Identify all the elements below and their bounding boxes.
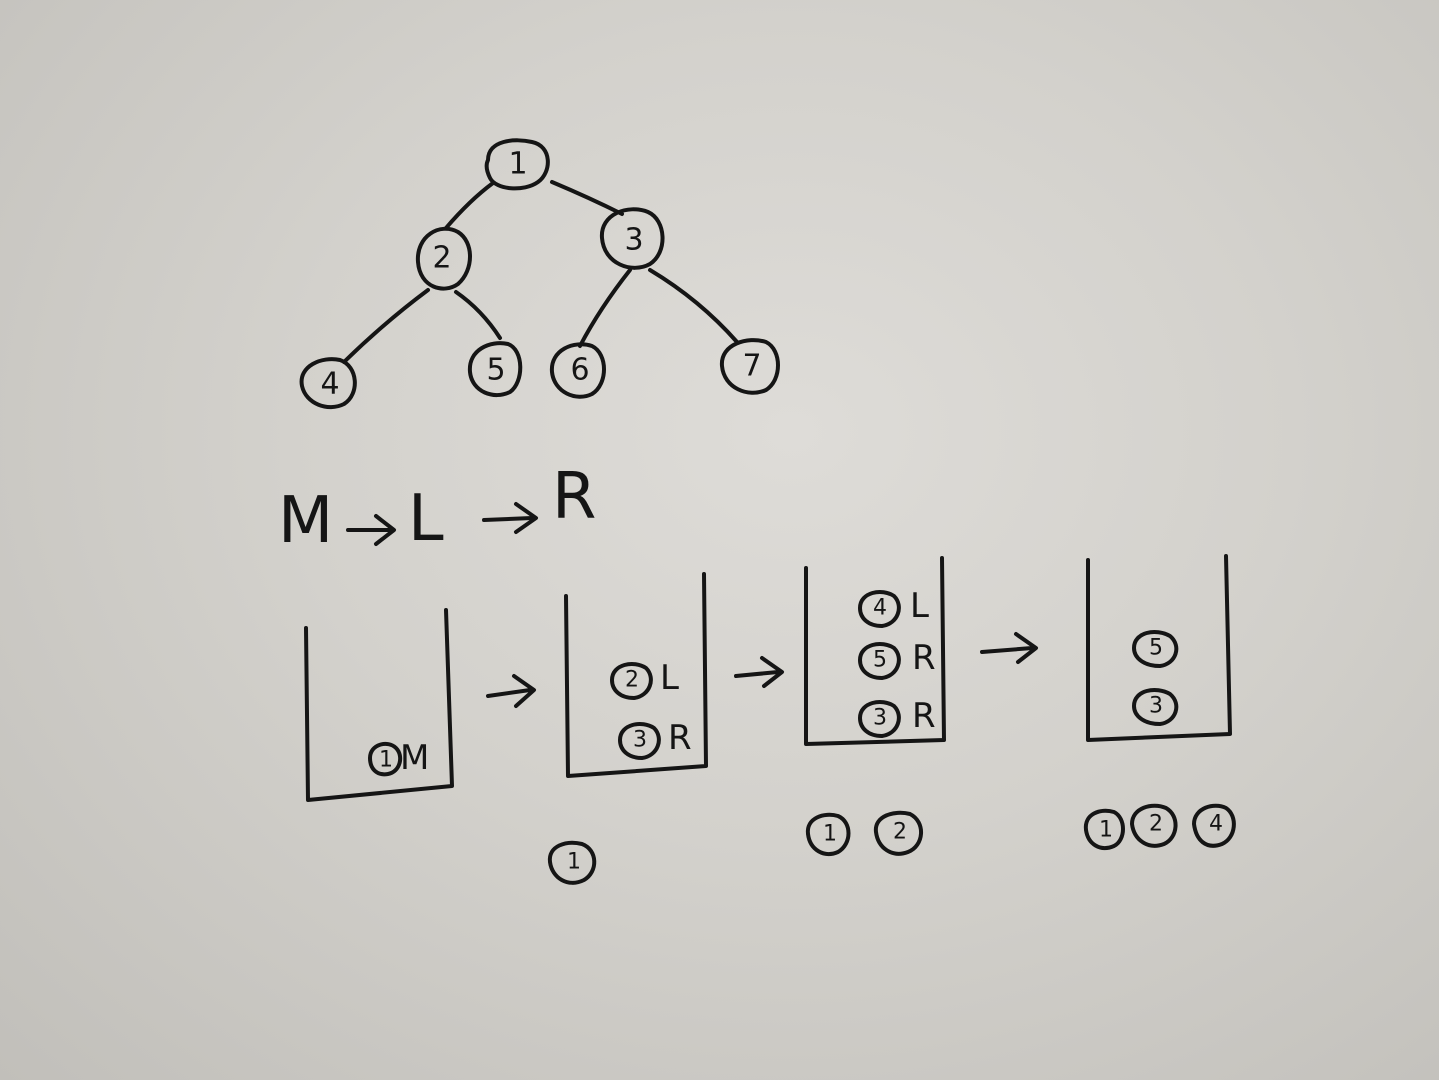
order-arrow-2 bbox=[482, 502, 538, 534]
tree-edge-3-6 bbox=[578, 268, 632, 348]
transition-arrow-1 bbox=[486, 674, 536, 708]
order-letter-m: M bbox=[278, 484, 333, 558]
order-letter-r: R bbox=[552, 460, 596, 534]
stack-item-tag: L bbox=[910, 586, 929, 626]
tree-node-5: 5 bbox=[467, 341, 523, 398]
stack-item: 3 bbox=[1132, 688, 1179, 726]
traversal-order: M L R bbox=[278, 460, 596, 558]
svg-text:4: 4 bbox=[1209, 812, 1223, 837]
tree-node-label: 4 bbox=[320, 367, 339, 402]
stack-step-3: 4 L 5 R 3 R 1 2 bbox=[804, 556, 946, 856]
stack-container bbox=[304, 608, 454, 802]
svg-text:4: 4 bbox=[873, 596, 887, 621]
transition-arrow-2 bbox=[734, 656, 784, 688]
svg-text:1: 1 bbox=[567, 850, 581, 875]
svg-text:2: 2 bbox=[893, 820, 907, 845]
output-sequence: 1 2 bbox=[805, 810, 923, 856]
tree-node-2: 2 bbox=[415, 226, 472, 291]
stack-step-2: 2 L 3 R 1 bbox=[547, 572, 708, 885]
stack-item-tag: R bbox=[912, 696, 936, 736]
svg-text:5: 5 bbox=[873, 648, 887, 673]
svg-text:3: 3 bbox=[633, 728, 647, 753]
tree-node-label: 1 bbox=[508, 147, 527, 182]
tree-edge-1-3 bbox=[550, 180, 624, 216]
order-arrow-1 bbox=[346, 514, 396, 546]
output-item: 4 bbox=[1192, 803, 1236, 848]
stack-item: 4 L bbox=[858, 586, 929, 628]
stack-item: 3 R bbox=[858, 696, 936, 738]
stack-item-tag: R bbox=[668, 718, 692, 758]
stack-container bbox=[564, 572, 708, 778]
stack-container bbox=[1086, 554, 1232, 742]
tree-node-label: 7 bbox=[742, 349, 761, 384]
stack-item: 2 L bbox=[610, 658, 679, 700]
order-letter-l: L bbox=[408, 482, 444, 556]
tree-edge-1-2 bbox=[444, 181, 495, 230]
svg-text:3: 3 bbox=[1149, 694, 1163, 719]
output-item: 1 bbox=[805, 812, 851, 856]
binary-tree: 1 2 3 4 5 6 7 bbox=[299, 138, 780, 410]
output-sequence: 1 bbox=[547, 840, 597, 885]
svg-text:5: 5 bbox=[1149, 636, 1163, 661]
tree-edge-3-7 bbox=[648, 268, 739, 344]
stack-step-1: 1 M bbox=[304, 608, 454, 802]
stack-container bbox=[804, 556, 946, 746]
tree-edge-2-5 bbox=[454, 290, 502, 340]
stack-item-tag: M bbox=[400, 738, 429, 778]
tree-node-6: 6 bbox=[549, 342, 606, 399]
tree-node-label: 3 bbox=[624, 223, 643, 258]
tree-node-label: 6 bbox=[570, 353, 589, 388]
output-item: 1 bbox=[1083, 808, 1125, 850]
tree-edge-2-4 bbox=[342, 288, 430, 364]
tree-node-1: 1 bbox=[484, 138, 550, 191]
svg-text:1: 1 bbox=[823, 822, 837, 847]
stack-step-4: 5 3 1 2 4 bbox=[1083, 554, 1236, 850]
svg-text:1: 1 bbox=[1099, 818, 1113, 843]
tree-node-label: 5 bbox=[486, 353, 505, 388]
stack-item: 1 M bbox=[368, 738, 429, 778]
svg-text:2: 2 bbox=[1149, 812, 1163, 837]
svg-text:1: 1 bbox=[379, 748, 393, 773]
tree-node-7: 7 bbox=[719, 338, 780, 395]
output-item: 2 bbox=[873, 810, 923, 856]
stack-item: 5 R bbox=[858, 638, 936, 680]
output-item: 1 bbox=[547, 840, 597, 885]
svg-text:2: 2 bbox=[625, 668, 639, 693]
tree-node-label: 2 bbox=[432, 241, 451, 276]
tree-node-4: 4 bbox=[299, 357, 357, 410]
output-item: 2 bbox=[1130, 803, 1178, 848]
svg-text:3: 3 bbox=[873, 706, 887, 731]
tree-node-3: 3 bbox=[599, 207, 665, 270]
stack-item: 5 bbox=[1132, 630, 1179, 668]
transition-arrow-3 bbox=[980, 632, 1038, 664]
stack-item-tag: R bbox=[912, 638, 936, 678]
stack-item: 3 R bbox=[618, 718, 692, 760]
output-sequence: 1 2 4 bbox=[1083, 803, 1236, 850]
stack-item-tag: L bbox=[660, 658, 679, 698]
